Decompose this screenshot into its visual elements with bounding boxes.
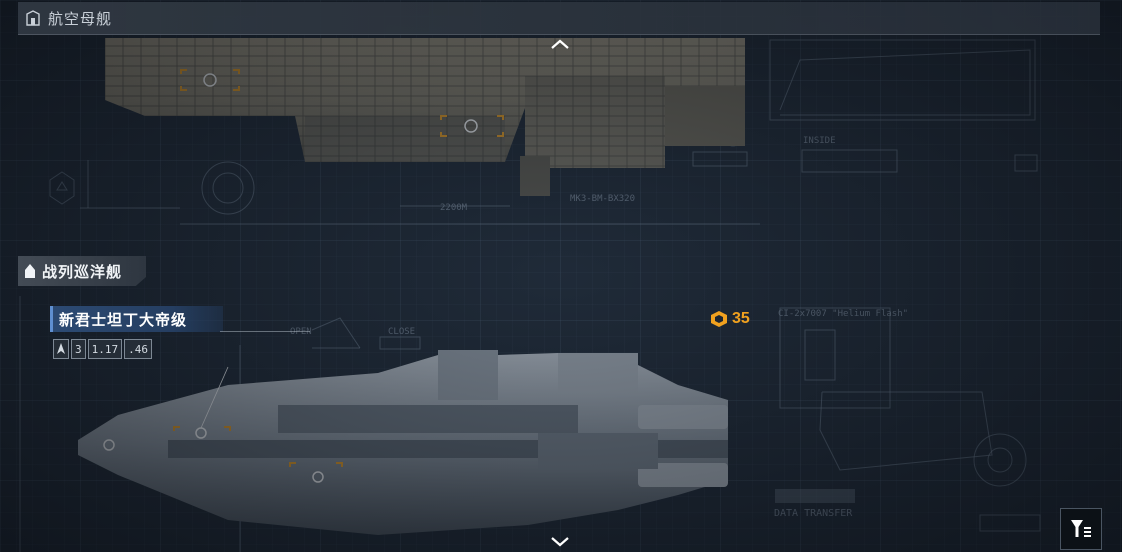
ship-stats-row: 3 1.17 .46 [53, 339, 152, 359]
ship-stat-b: .46 [124, 339, 152, 359]
filter-button[interactable] [1060, 508, 1102, 550]
ship-stat-a: 1.17 [87, 339, 123, 359]
carrier-ship-image[interactable] [105, 36, 750, 201]
chevron-up-icon[interactable] [550, 38, 570, 50]
inside-label: INSIDE [803, 136, 836, 146]
cost-badge: 35 [710, 309, 750, 329]
weapon-tag-label: CI-2x7007 "Helium Flash" [778, 309, 908, 319]
ship-tier: 3 [71, 339, 86, 359]
ship-name: 新君士坦丁大帝级 [59, 311, 188, 329]
hangar-icon [26, 10, 40, 26]
filter-icon [1071, 520, 1091, 537]
ship-silhouette-icon [53, 339, 69, 359]
ship-name-tag[interactable]: 新君士坦丁大帝级 [50, 306, 223, 332]
battlecruiser-ship-image[interactable] [78, 345, 738, 552]
section-label-carrier: 航空母舰 [48, 10, 113, 28]
data-transfer-label: DATA TRANSFER [774, 508, 853, 519]
close-label: CLOSE [388, 327, 415, 337]
ship-class-icon [25, 264, 35, 278]
section-label-battlecruiser: 战列巡洋舰 [42, 263, 123, 281]
ship-name-underline [220, 331, 310, 332]
cost-value: 35 [732, 310, 750, 327]
open-label: OPEN [290, 327, 312, 337]
chevron-down-icon[interactable] [550, 536, 570, 548]
section-header-carrier[interactable]: 航空母舰 [18, 2, 1100, 35]
length-label: 2200M [440, 203, 468, 213]
cost-icon [711, 311, 727, 327]
section-header-battlecruiser[interactable]: 战列巡洋舰 [18, 256, 146, 286]
